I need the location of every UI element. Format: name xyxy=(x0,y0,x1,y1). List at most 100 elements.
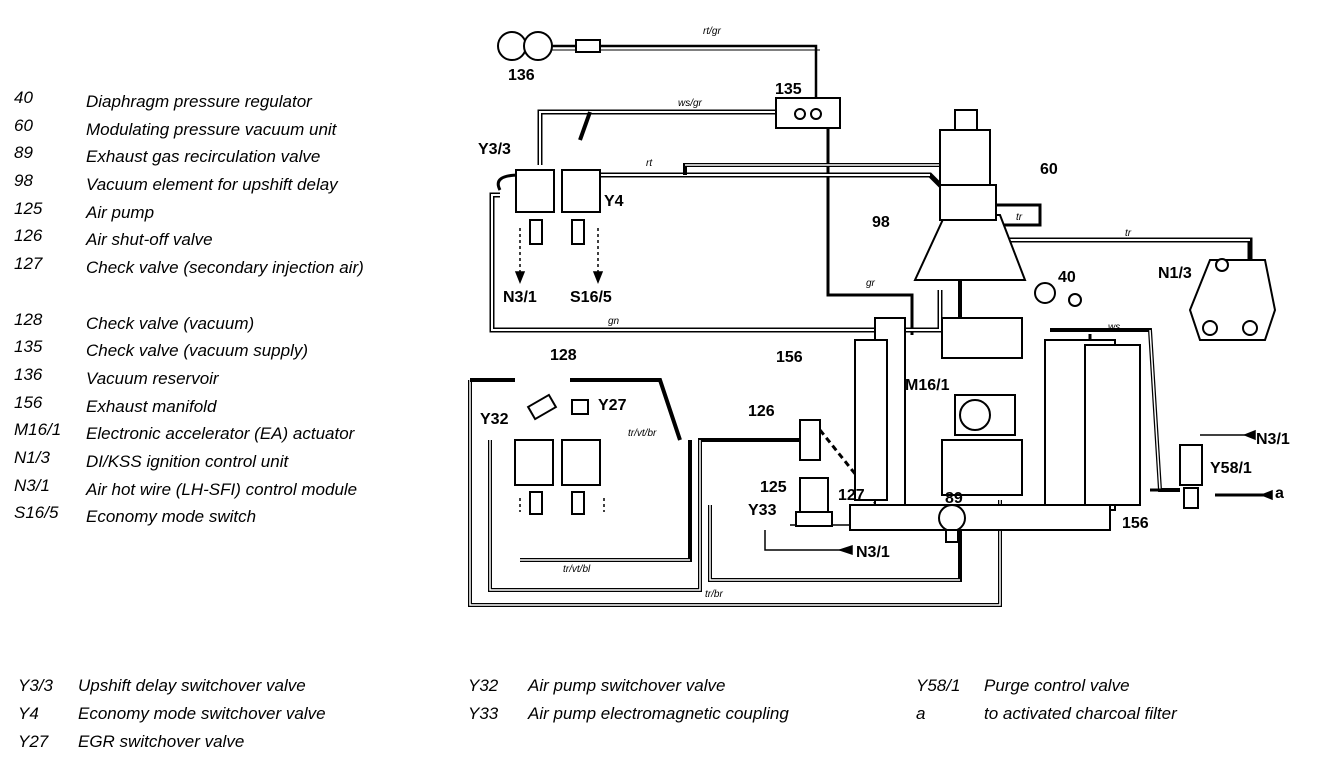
legend-row: 125 Air pump xyxy=(14,199,406,227)
legend-desc: Check valve (vacuum supply) xyxy=(86,341,309,361)
label-s16-5: S16/5 xyxy=(570,289,612,306)
wire-color-labels: rt/gr ws/gr rt gn gr tr tr ws tr/vt/br t… xyxy=(563,26,1132,600)
label-n3-1-top: N3/1 xyxy=(503,289,537,306)
label-a: a xyxy=(1275,485,1284,502)
legend-row: N1/3 DI/KSS ignition control unit xyxy=(14,448,406,476)
label-n3-1-right: N3/1 xyxy=(1256,431,1290,448)
legend-desc: Economy mode switch xyxy=(86,507,257,527)
label-125: 125 xyxy=(760,479,787,496)
components xyxy=(497,31,1277,543)
legend-desc: Purge control valve xyxy=(984,676,1130,695)
wire-label: gr xyxy=(866,278,876,289)
wire-label: tr/vt/br xyxy=(628,428,657,439)
wire-label: tr/br xyxy=(705,589,723,600)
legend-code: 136 xyxy=(14,364,43,384)
legend-desc: DI/KSS ignition control unit xyxy=(86,451,289,471)
legend-code: 135 xyxy=(14,337,43,357)
legend-code: S16/5 xyxy=(14,503,59,523)
wire-label: tr/vt/bl xyxy=(563,564,591,575)
label-128: 128 xyxy=(550,347,577,364)
legend-desc: Air pump xyxy=(86,202,155,222)
legend-row: M16/1 Electronic accelerator (EA) actuato… xyxy=(14,420,406,448)
legend-desc: Air pump electromagnetic coupling xyxy=(528,704,789,723)
label-127: 127 xyxy=(838,487,865,504)
label-y27: Y27 xyxy=(598,397,627,414)
label-156-left: 156 xyxy=(776,349,803,366)
legend-desc: Upshift delay switchover valve xyxy=(78,676,306,695)
legend-row: S16/5 Economy mode switch xyxy=(14,503,406,531)
legend-code: N3/1 xyxy=(14,475,50,495)
legend-row: 126 Air shut-off valve xyxy=(14,226,406,254)
legend-code: 128 xyxy=(14,309,43,329)
legend-code: M16/1 xyxy=(14,420,62,440)
legend-code: Y58/1 xyxy=(916,676,961,695)
legend-desc: Vacuum element for upshift delay xyxy=(86,175,338,195)
legend-desc: Economy mode switchover valve xyxy=(78,704,326,723)
legend-row: 40 Diaphragm pressure regulator xyxy=(14,88,406,116)
legend-code: 98 xyxy=(14,171,33,191)
label-89: 89 xyxy=(945,490,963,507)
legend-row: Y33 Air pump electromagnetic coupling xyxy=(468,704,789,732)
label-98: 98 xyxy=(872,214,890,231)
legend-code: 126 xyxy=(14,226,43,246)
wire-label: rt xyxy=(646,158,653,169)
legend-code: 125 xyxy=(14,198,43,218)
label-126: 126 xyxy=(748,403,775,420)
legend-row: 98 Vacuum element for upshift delay xyxy=(14,171,406,199)
bottom-legend-col2: Y32 Air pump switchover valve Y33 Air pump… xyxy=(468,676,789,732)
legend-desc: Air hot wire (LH-SFI) control module xyxy=(86,479,358,499)
legend-desc: Diaphragm pressure regulator xyxy=(86,92,312,111)
legend-code: Y32 xyxy=(468,676,499,695)
legend-code: 156 xyxy=(14,392,43,412)
legend-desc: Electronic accelerator (EA) actuator xyxy=(86,424,355,444)
wire-label: ws xyxy=(1108,322,1120,333)
component-legend: 40 Diaphragm pressure regulator 60 Modulat… xyxy=(14,88,406,531)
legend-code: 89 xyxy=(14,143,33,163)
wire-label: tr xyxy=(1125,228,1132,239)
legend-code: a xyxy=(916,704,926,723)
label-y32: Y32 xyxy=(480,411,509,428)
label-156-right: 156 xyxy=(1122,515,1149,532)
label-y4: Y4 xyxy=(604,193,624,210)
legend-code: 40 xyxy=(14,88,33,107)
connector-arrows xyxy=(514,228,1273,556)
bottom-legend-col3: Y58/1 Purge control valve a to activated c… xyxy=(916,676,1177,732)
legend-desc: Modulating pressure vacuum unit xyxy=(86,119,337,139)
label-n1-3: N1/3 xyxy=(1158,265,1192,282)
legend-row: Y58/1 Purge control valve xyxy=(916,676,1177,704)
legend-row: 135 Check valve (vacuum supply) xyxy=(14,337,406,365)
legend-row: a to activated charcoal filter xyxy=(916,704,1177,732)
legend-desc: Air pump switchover valve xyxy=(528,676,726,695)
legend-row: 89 Exhaust gas recirculation valve xyxy=(14,143,406,171)
legend-desc: to activated charcoal filter xyxy=(984,704,1177,723)
vacuum-lines xyxy=(468,44,1265,607)
legend-desc: EGR switchover valve xyxy=(78,732,245,751)
legend-code: N1/3 xyxy=(14,447,50,467)
label-n3-1-bottom: N3/1 xyxy=(856,544,890,561)
legend-row: Y32 Air pump switchover valve xyxy=(468,676,789,704)
label-136: 136 xyxy=(508,67,535,84)
wire-label: gn xyxy=(608,316,620,327)
label-y58-1: Y58/1 xyxy=(1210,460,1252,477)
wire-label: rt/gr xyxy=(703,26,721,37)
legend-desc: Check valve (secondary injection air) xyxy=(86,258,364,278)
label-y3-3: Y3/3 xyxy=(478,141,511,158)
legend-row: 128 Check valve (vacuum) xyxy=(14,310,406,338)
legend-desc: Check valve (vacuum) xyxy=(86,313,255,333)
label-135: 135 xyxy=(775,81,802,98)
wire-label: ws/gr xyxy=(678,98,703,109)
legend-code: 60 xyxy=(14,115,33,135)
legend-desc: Exhaust gas recirculation valve xyxy=(86,147,321,167)
legend-row: 60 Modulating pressure vacuum unit xyxy=(14,116,406,144)
label-60: 60 xyxy=(1040,161,1058,178)
legend-row: N3/1 Air hot wire (LH-SFI) control module xyxy=(14,476,406,504)
legend-desc: Air shut-off valve xyxy=(86,230,213,250)
legend-desc: Exhaust manifold xyxy=(86,396,217,416)
legend-code: Y33 xyxy=(468,704,499,723)
